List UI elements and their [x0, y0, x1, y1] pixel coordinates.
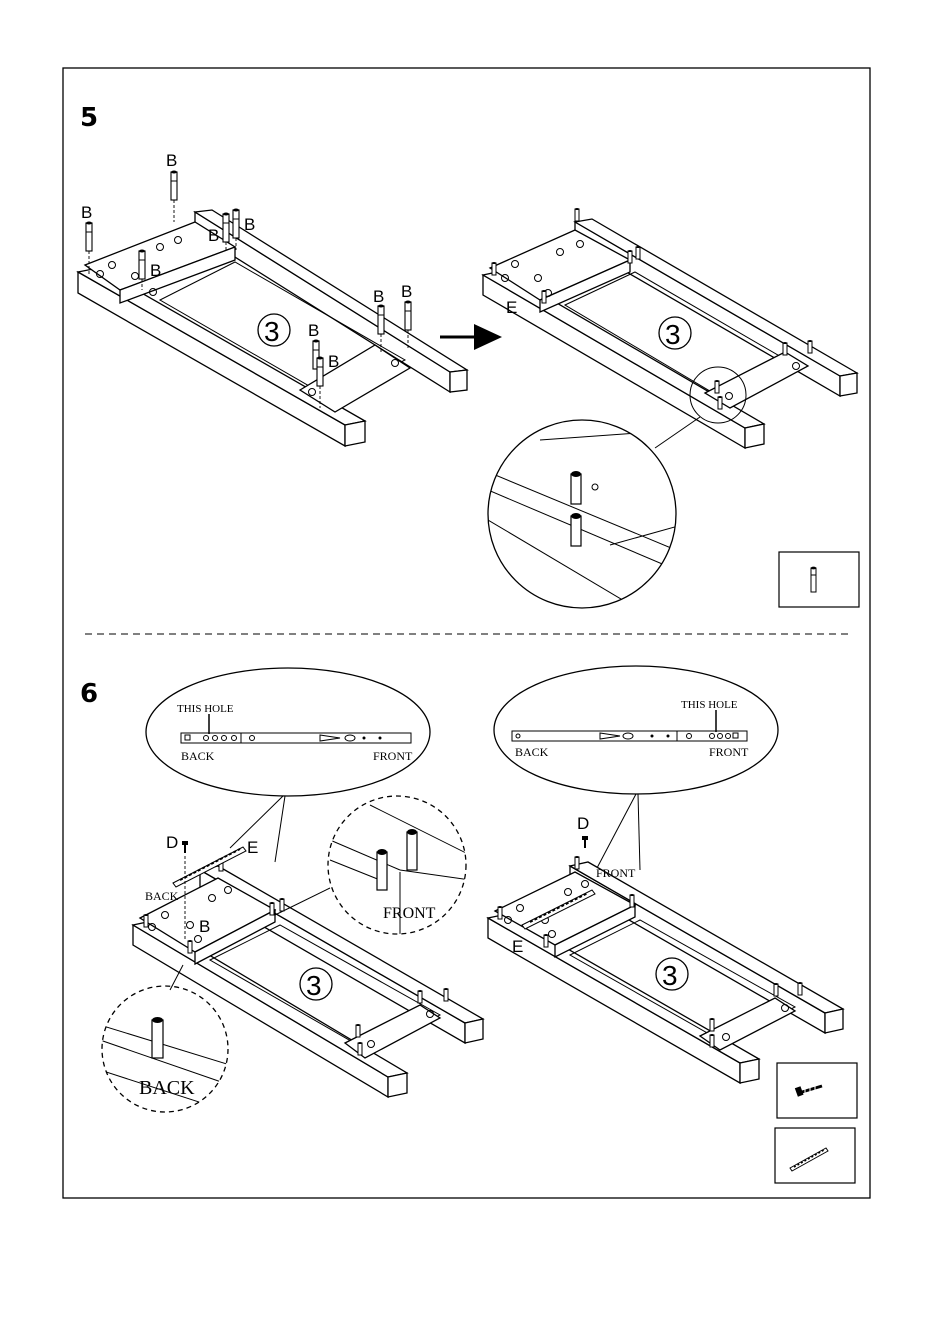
callout-left: THIS HOLE BACK FRONT — [146, 668, 430, 862]
detail-back: BACK — [100, 986, 230, 1112]
hardware-box-dowel — [779, 552, 859, 607]
detail-back-label: BACK — [139, 1077, 195, 1099]
callout-back: BACK — [181, 749, 215, 763]
callout-front: FRONT — [709, 745, 749, 759]
label-d: D — [166, 833, 178, 852]
label-b: B — [308, 321, 319, 340]
callout-back: BACK — [515, 745, 549, 759]
callout-front: FRONT — [373, 749, 413, 763]
part-number-3: 3 — [662, 960, 678, 991]
label-b: B — [150, 261, 161, 280]
callout-this-hole: THIS HOLE — [681, 699, 738, 711]
arrow-right-icon — [440, 324, 502, 350]
step-5-number: 5 — [80, 103, 98, 133]
detail-front-label: FRONT — [383, 905, 436, 922]
part-number-3: 3 — [264, 316, 280, 347]
callout-right: THIS HOLE BACK FRONT — [494, 666, 778, 870]
detail-front: FRONT — [328, 796, 470, 940]
part-number-3: 3 — [306, 970, 322, 1001]
dowel-icon — [811, 567, 816, 592]
hardware-box-runner — [775, 1128, 855, 1183]
label-e: E — [506, 298, 517, 317]
hardware-box-screw — [777, 1063, 857, 1118]
step-5-frame-assembled: E 3 — [483, 208, 857, 448]
label-d: D — [577, 814, 589, 833]
callout-this-hole: THIS HOLE — [177, 703, 234, 715]
step-6-number: 6 — [80, 679, 98, 709]
label-b: B — [199, 917, 210, 936]
step-6-frame-left: D E B BACK 3 — [133, 833, 483, 1097]
label-e: E — [512, 937, 523, 956]
label-b: B — [208, 226, 219, 245]
label-b: B — [373, 287, 384, 306]
step-5-zoom-detail — [488, 420, 700, 640]
label-e: E — [247, 838, 258, 857]
label-front: FRONT — [596, 866, 636, 880]
label-back: BACK — [145, 889, 179, 903]
label-b: B — [244, 215, 255, 234]
step-6: 6 THIS HOLE BACK FRONT — [80, 666, 857, 1183]
label-b: B — [81, 203, 92, 222]
label-b: B — [166, 151, 177, 170]
step-5: 5 — [78, 103, 859, 640]
label-b: B — [401, 282, 412, 301]
part-number-3: 3 — [665, 319, 681, 350]
label-b: B — [328, 352, 339, 371]
step-5-frame-exploded: B B B B B B B B B 3 — [78, 151, 467, 446]
screw — [582, 836, 588, 848]
step-6-frame-right: D E FRONT 3 — [488, 814, 843, 1083]
